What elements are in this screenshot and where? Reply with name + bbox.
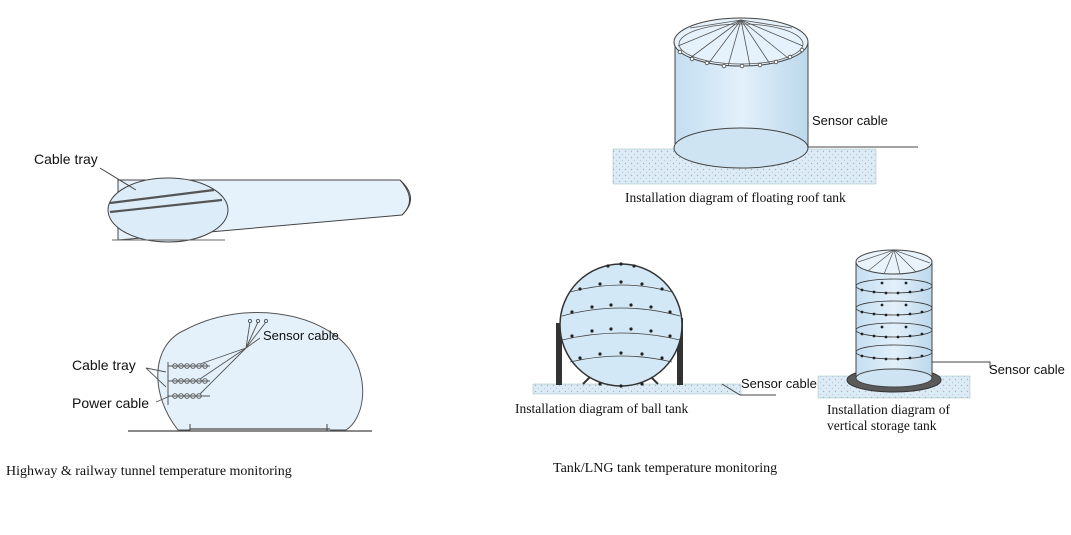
sensor-cable-leader-ball [721,383,776,396]
tunnel-entrance [107,177,229,243]
tunnel-arch [157,312,364,431]
vertical-tank-diagram: Sensor cable Installation diagram of ver… [817,249,1065,433]
tunnel-cross-section-diagram: Sensor cable Cable tray Power cable [72,312,372,432]
tank-shell-vertical [855,261,933,386]
ball-tank-diagram: Sensor cable Installation diagram of bal… [515,262,817,416]
tunnel-perspective-diagram: Cable tray [34,151,411,243]
label-sensor-cable-tunnel: Sensor cable [263,328,339,343]
sensor-cable-leader-vertical [932,361,991,368]
tank-roof-vertical [855,249,933,275]
tank-caption: Tank/LNG tank temperature monitoring [553,461,777,476]
cable-racks [168,363,210,399]
label-sensor-cable-ball: Sensor cable [741,376,817,391]
caption-vertical-tank-line2: vertical storage tank [827,418,937,433]
sensor-cable-leaders [199,318,269,395]
tunnel-caption: Highway & railway tunnel temperature mon… [6,464,292,479]
label-cable-tray-top: Cable tray [34,151,98,167]
floating-roof-tank-diagram: Sensor cable Installation diagram of flo… [612,17,918,205]
label-sensor-cable-vertical: Sensor cable [989,362,1065,377]
label-cable-tray-section: Cable tray [72,357,136,373]
caption-floating-roof-tank: Installation diagram of floating roof ta… [625,190,846,205]
label-sensor-cable-floating: Sensor cable [812,113,888,128]
cable-tray-leader [99,167,137,191]
ground-ball [532,383,742,395]
caption-vertical-tank-line1: Installation diagram of [827,402,950,417]
label-power-cable: Power cable [72,395,149,411]
caption-ball-tank: Installation diagram of ball tank [515,401,688,416]
